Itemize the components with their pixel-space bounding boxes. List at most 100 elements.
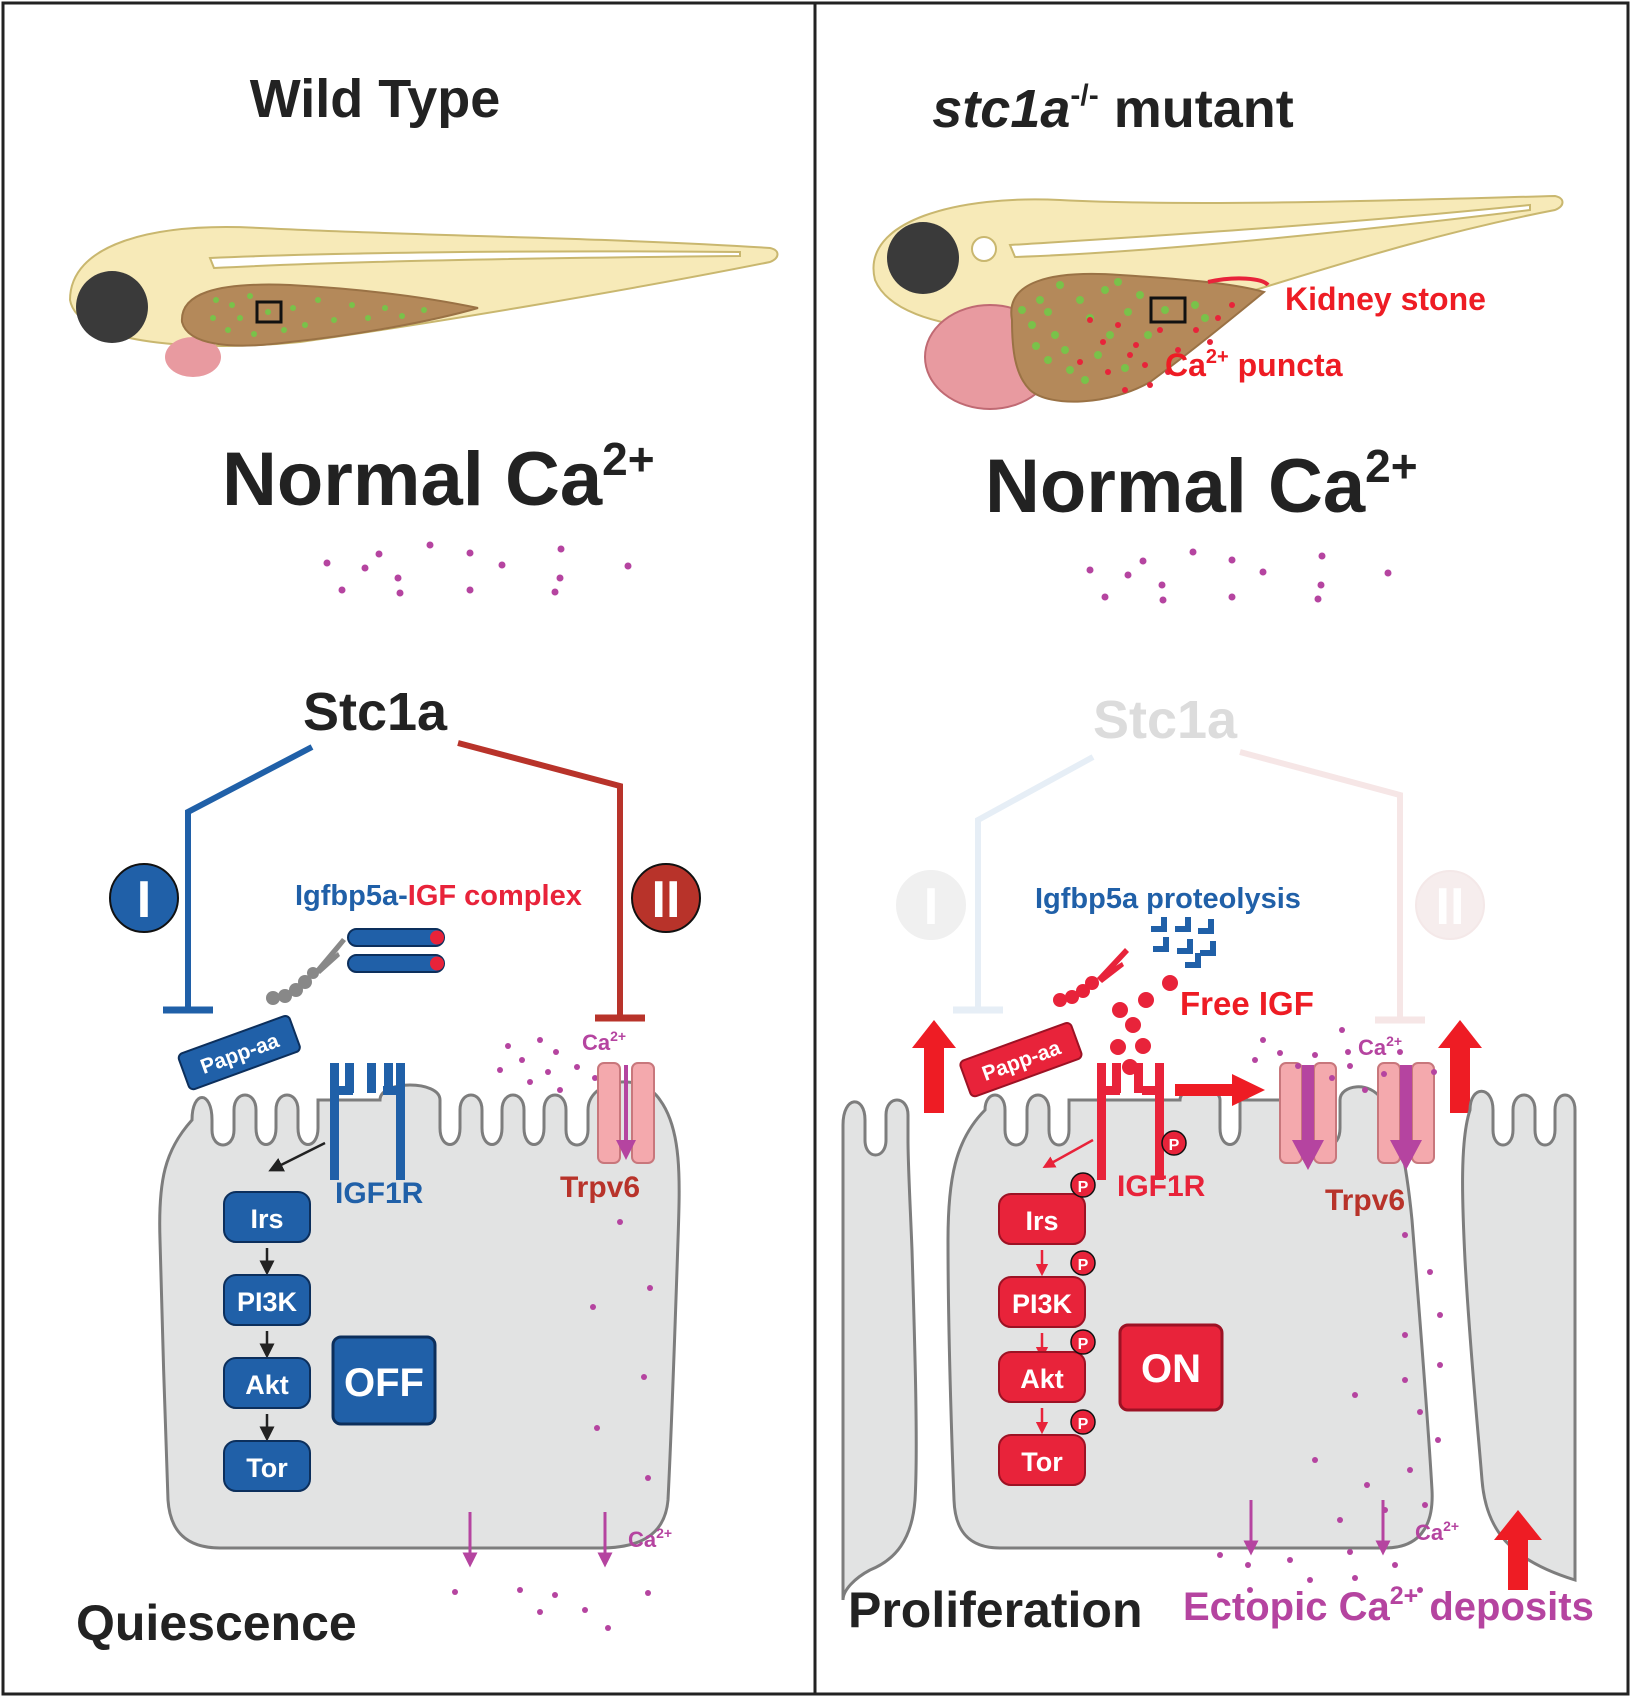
svg-text:ON: ON (1141, 1347, 1201, 1391)
right-signaling-cascade: Irs PI3K Akt Tor (998, 1193, 1086, 1486)
left-state-off-badge: OFF (331, 1335, 437, 1426)
right-pathway-I-badge-faded: I (896, 870, 966, 940)
svg-text:PI3K: PI3K (1012, 1289, 1073, 1319)
left-apical-calcium-dots (497, 1037, 598, 1093)
right-receptor-to-irs-arrow (1042, 1138, 1094, 1169)
left-outcome-label: Quiescence (76, 1595, 357, 1651)
phospho-akt: P (1070, 1329, 1096, 1355)
svg-text:I: I (924, 878, 938, 936)
right-basal-ca-label: Ca2+ (1415, 1518, 1459, 1545)
svg-text:I: I (137, 871, 151, 929)
svg-text:Akt: Akt (1020, 1364, 1064, 1394)
left-cascade-tor: Tor (223, 1440, 311, 1492)
basolateral-up-arrow (1494, 1510, 1542, 1590)
mutant-larva-illustration (872, 194, 1564, 410)
left-intracellular-calcium-dots (590, 1219, 653, 1481)
right-normal-ca: Normal Ca2+ (985, 440, 1418, 529)
left-cascade-pi3k: PI3K (223, 1274, 311, 1326)
right-state-on-badge: ON (1118, 1323, 1224, 1412)
phospho-tor: P (1070, 1409, 1096, 1435)
right-normal-ca-text: Normal Ca (985, 444, 1366, 529)
left-title: Wild Type (250, 69, 501, 129)
svg-text:PI3K: PI3K (237, 1287, 298, 1317)
svg-text:II: II (1436, 878, 1465, 936)
left-normal-ca-text: Normal Ca (222, 437, 603, 522)
right-outcome-label: Proliferation (848, 1582, 1142, 1638)
left-igf1r-label: IGF1R (335, 1177, 424, 1210)
kidney-stone-label: Kidney stone (1285, 281, 1486, 317)
svg-text:P: P (1078, 1179, 1089, 1196)
svg-text:OFF: OFF (344, 1361, 424, 1405)
right-igf1r-label: IGF1R (1117, 1170, 1206, 1203)
svg-text:P: P (1169, 1137, 1180, 1154)
papp-aa-scissors-icon (266, 938, 346, 1005)
right-apical-calcium-dots (1252, 1027, 1437, 1093)
igfbp5a-fragments-icon (1151, 917, 1216, 968)
right-cascade-irs: Irs (998, 1193, 1086, 1245)
svg-text:P: P (1078, 1416, 1089, 1433)
left-stc1a-label: Stc1a (303, 682, 448, 742)
right-igf1r-receptor (1097, 1063, 1164, 1180)
right-panel-frame (813, 1, 1630, 1696)
right-trpv6-ca-label: Ca2+ (1358, 1033, 1402, 1060)
left-pathway-II-badge: II (631, 863, 701, 933)
left-trpv6-ca-label: Ca2+ (582, 1028, 626, 1055)
right-inhibition-line-I-faded (975, 754, 1095, 1010)
left-papp-aa-badge: Papp-aa (177, 1014, 301, 1091)
svg-text:Irs: Irs (1025, 1206, 1058, 1236)
left-igf1r-receptor (330, 1063, 405, 1180)
igf1r-to-trpv6-arrow (1175, 1074, 1265, 1106)
right-trpv6-channel-2 (1377, 1062, 1435, 1170)
right-trpv6-channel-1 (1279, 1062, 1337, 1170)
right-basal-calcium-dots (1217, 1549, 1423, 1593)
ectopic-deposits-label: Ectopic Ca2+ deposits (1183, 1582, 1594, 1629)
phospho-irs: P (1070, 1172, 1096, 1198)
right-trpv6-label: Trpv6 (1325, 1184, 1405, 1217)
right-papp-aa-badge: Papp-aa (959, 1022, 1083, 1098)
free-igf-dots (1110, 975, 1178, 1075)
left-basal-ca-label: Ca2+ (628, 1525, 672, 1552)
right-blood-calcium-dots (1086, 548, 1392, 604)
ca-puncta-label: Ca2+ puncta (1165, 346, 1343, 383)
right-papp-aa-scissors-icon (1053, 948, 1129, 1007)
svg-text:II: II (652, 871, 681, 929)
right-neighbor-cell-left (841, 1098, 918, 1601)
left-trpv6-channel (597, 1062, 655, 1164)
free-igf-label: Free IGF (1180, 985, 1314, 1022)
left-normal-ca-sup: 2+ (602, 433, 654, 485)
left-trpv6-label: Trpv6 (560, 1171, 640, 1204)
svg-text:P: P (1078, 1336, 1089, 1353)
left-receptor-to-irs-arrow (268, 1141, 326, 1172)
left-inhibition-line-II (457, 740, 623, 1018)
right-neighbor-cell-right (1461, 1089, 1577, 1583)
right-inhibition-line-II-faded (1239, 749, 1403, 1020)
igfbp5a-igf-complex-icon (347, 928, 445, 973)
svg-text:Irs: Irs (250, 1204, 283, 1234)
left-basal-calcium-dots (452, 1587, 651, 1631)
right-stc1a-label-faded: Stc1a (1093, 690, 1238, 750)
svg-text:Tor: Tor (246, 1453, 288, 1483)
right-up-arrow (1438, 1020, 1482, 1113)
right-cascade-akt: Akt (998, 1351, 1086, 1403)
right-cascade-pi3k: PI3K (998, 1276, 1086, 1328)
left-pathway-I-badge: I (109, 863, 179, 933)
phospho-pi3k: P (1070, 1250, 1096, 1276)
svg-text:Tor: Tor (1021, 1447, 1063, 1477)
left-cascade-akt: Akt (223, 1357, 311, 1409)
left-normal-ca: Normal Ca2+ (222, 433, 655, 522)
left-complex-label: Igfbp5a-IGF complex (295, 880, 582, 912)
svg-text:P: P (1078, 1257, 1089, 1274)
left-inhibition-line-I (185, 744, 314, 1010)
phospho-markers: P P P P P (1070, 1130, 1187, 1435)
right-title: stc1a-/- mutant (932, 79, 1293, 139)
svg-text:Akt: Akt (245, 1370, 289, 1400)
proteolysis-label: Igfbp5a proteolysis (1035, 883, 1301, 915)
wildtype-larva-illustration (68, 226, 779, 377)
right-cascade-tor: Tor (998, 1434, 1086, 1486)
left-blood-calcium-dots (323, 541, 632, 597)
right-panel: stc1a-/- mutant (841, 79, 1594, 1638)
phospho-igf1r: P (1161, 1130, 1187, 1156)
left-up-arrow (912, 1020, 956, 1113)
left-cascade-irs: Irs (223, 1191, 311, 1243)
